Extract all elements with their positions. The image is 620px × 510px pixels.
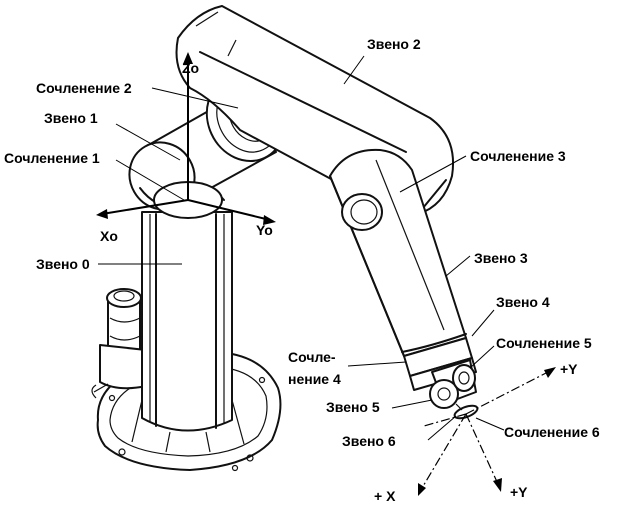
label-joint4-line2: нение 4 bbox=[288, 371, 341, 387]
label-joint1: Сочленение 1 bbox=[4, 150, 100, 166]
label-link0: Звено 0 bbox=[36, 256, 90, 272]
label-tool-plus-y-upper: +Y bbox=[560, 361, 578, 377]
label-joint3: Сочленение 3 bbox=[470, 148, 566, 164]
joint6-flange bbox=[453, 403, 479, 420]
label-link1: Звено 1 bbox=[44, 110, 98, 126]
label-joint5: Сочленение 5 bbox=[496, 335, 592, 351]
label-link4: Звено 4 bbox=[496, 294, 550, 310]
tool-axes bbox=[418, 367, 556, 496]
link0-column bbox=[131, 211, 245, 453]
base-motor bbox=[91, 288, 147, 399]
base-axes bbox=[96, 52, 276, 225]
label-joint2: Сочленение 2 bbox=[36, 80, 132, 96]
label-link5: Звено 5 bbox=[326, 399, 380, 415]
label-axis-yo: Yo bbox=[256, 222, 273, 238]
label-tool-plus-x: + X bbox=[374, 488, 396, 504]
leader-lines bbox=[98, 55, 505, 441]
label-tool-plus-y-lower: +Y bbox=[510, 484, 528, 500]
label-link2: Звено 2 bbox=[367, 36, 421, 52]
label-joint4-line1: Сочле- bbox=[288, 349, 336, 365]
label-axis-xo: Xo bbox=[100, 228, 118, 244]
label-link6: Звено 6 bbox=[342, 433, 396, 449]
label-joint6: Сочленение 6 bbox=[504, 424, 600, 440]
label-link3: Звено 3 bbox=[474, 250, 528, 266]
label-axis-zo: Zo bbox=[182, 60, 199, 76]
link5-wrist-joint bbox=[429, 359, 477, 409]
link3-forearm bbox=[329, 148, 467, 357]
